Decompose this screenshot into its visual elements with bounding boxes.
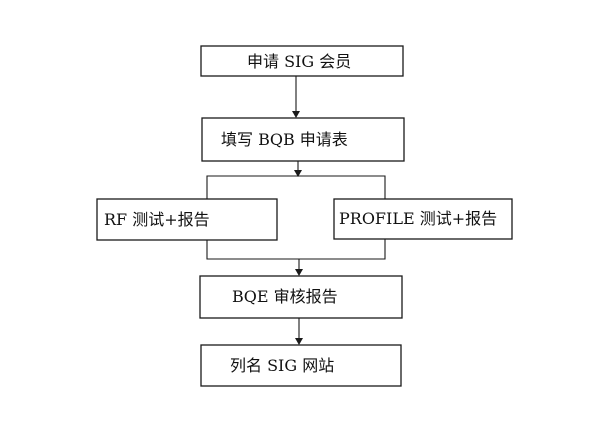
step-label: RF 测试+报告 bbox=[104, 210, 210, 229]
step-label: PROFILE 测试+报告 bbox=[339, 209, 497, 228]
step-box bbox=[200, 344, 402, 387]
step-label: 列名 SIG 网站 bbox=[230, 356, 334, 375]
step-fill-bqb-form: 填写 BQB 申请表 bbox=[201, 117, 405, 162]
step-box bbox=[333, 198, 513, 240]
step-box bbox=[199, 275, 403, 319]
step-label: 填写 BQB 申请表 bbox=[221, 130, 348, 149]
step-listed-on-sig-site: 列名 SIG 网站 bbox=[200, 344, 402, 387]
flow-connectors bbox=[206, 76, 386, 345]
step-label: 申请 SIG 会员 bbox=[247, 52, 351, 71]
step-rf-test-report: RF 测试+报告 bbox=[96, 198, 278, 241]
branch-merge-line bbox=[206, 239, 386, 260]
step-profile-test-report: PROFILE 测试+报告 bbox=[333, 198, 513, 240]
step-apply-membership: 申请 SIG 会员 bbox=[200, 45, 404, 77]
step-box bbox=[201, 117, 405, 162]
step-bqe-review-report: BQE 审核报告 bbox=[199, 275, 403, 319]
branch-split-line bbox=[206, 175, 386, 199]
step-box bbox=[96, 198, 278, 241]
step-label: BQE 审核报告 bbox=[232, 287, 338, 306]
step-box bbox=[200, 45, 404, 77]
